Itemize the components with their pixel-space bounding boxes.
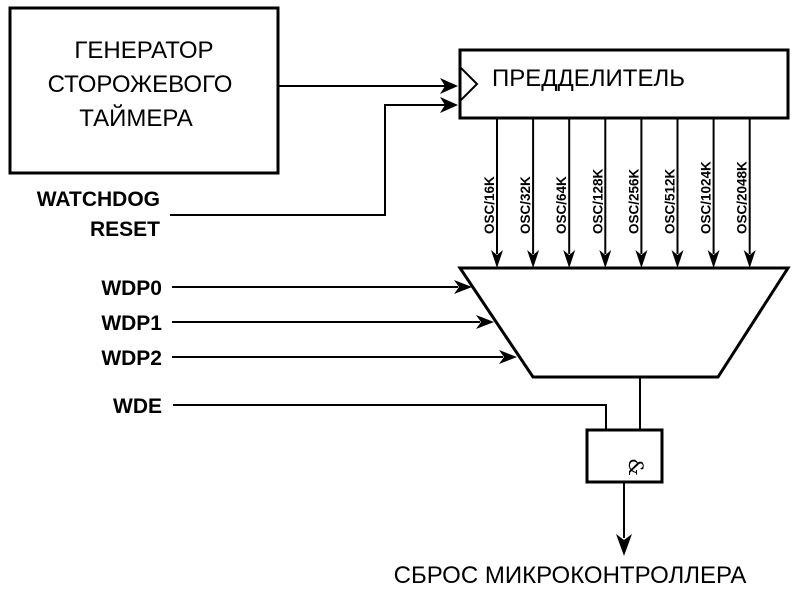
and-gate: & bbox=[585, 428, 664, 484]
select-arrow-head bbox=[499, 350, 517, 364]
generator-label-line-2: СТОРОЖЕВОГО bbox=[48, 71, 233, 98]
tap-3: OSC/64K bbox=[554, 118, 576, 268]
watchdog-reset-label-line-1: WATCHDOG bbox=[37, 188, 160, 211]
tap-label: OSC/2048K bbox=[735, 161, 750, 234]
tap-6: OSC/512K bbox=[663, 118, 684, 268]
tap-label: OSC/16K bbox=[482, 176, 497, 234]
prescaler-title: ПРЕДДЕЛИТЕЛЬ bbox=[492, 65, 685, 92]
select-arrow-head bbox=[476, 315, 494, 329]
generator-block: ГЕНЕРАТОР СТОРОЖЕВОГО ТАЙМЕРА bbox=[8, 6, 280, 175]
tap-label: OSC/64K bbox=[554, 176, 569, 234]
select-input-wdp0: WDP0 bbox=[101, 277, 472, 300]
tap-7: OSC/1024K bbox=[699, 118, 720, 268]
multiplexer bbox=[457, 266, 791, 379]
wde-label: WDE bbox=[113, 395, 162, 418]
output-wire bbox=[616, 482, 632, 556]
and-gate-symbol: & bbox=[624, 458, 648, 476]
select-input-wdp2: WDP2 bbox=[101, 347, 517, 370]
tap-2: OSC/32K bbox=[518, 118, 540, 268]
tap-5: OSC/256K bbox=[626, 118, 648, 268]
select-label: WDP0 bbox=[101, 277, 162, 300]
tap-label: OSC/1024K bbox=[699, 161, 714, 234]
tap-8: OSC/2048K bbox=[735, 118, 756, 268]
select-arrow-head bbox=[454, 280, 472, 294]
reset-wire bbox=[170, 97, 458, 216]
select-label: WDP1 bbox=[101, 312, 162, 335]
tap-arrow-head bbox=[635, 250, 648, 268]
generator-label-line-1: ГЕНЕРАТОР bbox=[74, 37, 213, 64]
tap-arrow-head bbox=[491, 250, 503, 268]
clock-arrow-head bbox=[440, 78, 458, 94]
prescaler-block: ПРЕДДЕЛИТЕЛЬ bbox=[458, 48, 790, 120]
tap-arrow-head bbox=[527, 250, 540, 268]
reset-arrow-head bbox=[440, 97, 458, 113]
prescaler-taps: OSC/16K OSC/32K OSC/64K OSC/128K OSC/256K OSC… bbox=[482, 118, 756, 268]
watchdog-reset-label-line-2: RESET bbox=[90, 218, 160, 241]
tap-arrow-head bbox=[599, 250, 612, 268]
tap-label: OSC/32K bbox=[518, 176, 533, 234]
clock-input-triangle bbox=[460, 67, 479, 101]
tap-arrow-head bbox=[671, 250, 684, 268]
select-input-wdp1: WDP1 bbox=[101, 312, 494, 335]
output-arrow-head bbox=[616, 534, 632, 556]
tap-label: OSC/256K bbox=[626, 168, 641, 234]
tap-arrow-head bbox=[743, 250, 756, 268]
tap-1: OSC/16K bbox=[482, 118, 503, 268]
tap-label: OSC/512K bbox=[663, 168, 678, 234]
tap-arrow-head bbox=[707, 250, 720, 268]
select-label: WDP2 bbox=[101, 347, 162, 370]
enable-wire bbox=[173, 404, 607, 430]
generator-label-line-3: ТАЙМЕРА bbox=[79, 104, 193, 132]
tap-4: OSC/128K bbox=[590, 118, 612, 268]
tap-label: OSC/128K bbox=[590, 168, 605, 234]
tap-arrow-head bbox=[563, 250, 576, 268]
output-label: СБРОС МИКРОКОНТРОЛЛЕРА bbox=[394, 562, 747, 589]
clock-wire bbox=[278, 78, 458, 94]
